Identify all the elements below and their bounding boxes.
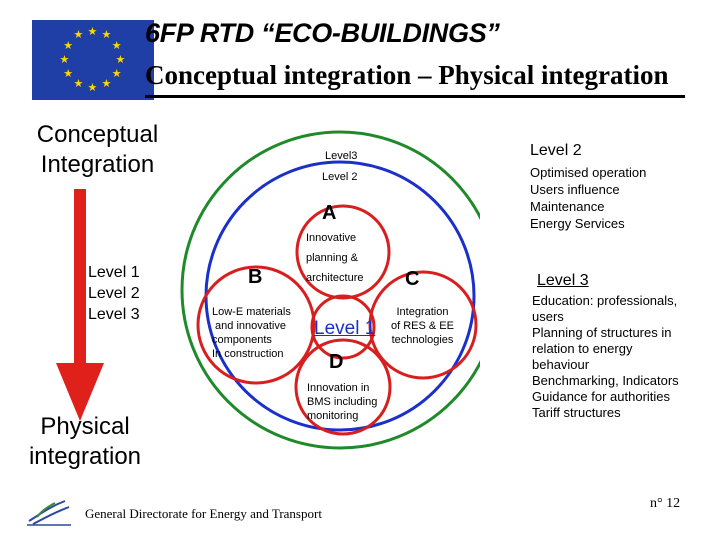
level-1-label: Level 1 <box>88 264 140 281</box>
star-icon: ★ <box>87 25 98 38</box>
level-2-item: Maintenance <box>530 199 605 214</box>
level-3-item: Tariff structures <box>532 405 621 420</box>
physical-integration-label: Physical integration <box>5 412 165 472</box>
circle-b-line: and innovative <box>212 320 286 332</box>
center-level-1-label: Level 1 <box>314 318 376 339</box>
star-icon: ★ <box>115 53 126 66</box>
circle-a <box>295 204 391 300</box>
level-3-item: Benchmarking, Indicators <box>532 373 679 388</box>
circle-c-text: Integration of RES & EE technologies <box>385 305 460 347</box>
footer-directorate: General Directorate for Energy and Trans… <box>85 506 322 521</box>
star-icon: ★ <box>59 53 70 66</box>
star-icon: ★ <box>101 29 112 42</box>
title-divider <box>145 95 685 98</box>
integration-word-bottom: integration <box>28 443 142 470</box>
level-3-label: Level 3 <box>88 306 140 323</box>
level-2-item: Energy Services <box>530 216 625 231</box>
directorate-logo-icon <box>27 500 71 526</box>
conceptual-word: Conceptual <box>36 121 159 148</box>
level-3-items: Education: professionals, users Planning… <box>532 293 712 421</box>
circle-d <box>294 338 392 436</box>
circle-c-letter: C <box>405 268 420 290</box>
outer-ring-label: Level3 <box>325 150 358 162</box>
physical-word: Physical <box>40 413 130 440</box>
integration-circles-diagram <box>180 130 480 450</box>
circle-d-letter: D <box>329 351 344 373</box>
down-arrow-icon <box>56 189 104 421</box>
circle-b-text: Low-E materials and innovative component… <box>212 305 302 361</box>
circle-c <box>368 270 478 380</box>
level-3-item: Education: professionals, <box>532 293 678 308</box>
level-list: Level 1 Level 2 Level 3 <box>88 262 140 325</box>
integration-word: Integration <box>40 151 155 178</box>
level-3-heading: Level 3 <box>537 272 589 289</box>
level-2-heading: Level 2 <box>530 142 582 159</box>
star-icon: ★ <box>111 67 122 80</box>
page-subtitle: Conceptual integration – Physical integr… <box>145 60 669 90</box>
circle-c-line: technologies <box>391 334 454 346</box>
level-3-item: behaviour <box>532 357 590 372</box>
circle-a-text: Innovative planning & architecture <box>306 228 376 288</box>
star-icon: ★ <box>63 67 74 80</box>
page-number: n° 12 <box>650 496 681 511</box>
circle-a-letter: A <box>322 202 337 224</box>
circle-a-line: architecture <box>306 272 364 284</box>
star-icon: ★ <box>87 81 98 94</box>
circle-b-letter: B <box>248 266 263 288</box>
level-2-items: Optimised operation Users influence Main… <box>530 164 646 232</box>
star-icon: ★ <box>111 39 122 52</box>
level-3-item: Planning of structures in <box>532 325 672 340</box>
circle-b <box>196 265 316 385</box>
star-icon: ★ <box>73 77 84 90</box>
circle-c-line: of RES & EE <box>391 320 454 332</box>
level-3-item: Guidance for authorities <box>532 389 671 404</box>
circle-b-line: Low-E materials <box>212 306 291 318</box>
star-icon: ★ <box>101 77 112 90</box>
circle-center <box>310 294 376 360</box>
circle-d-line: Innovation in <box>307 382 370 394</box>
circle-b-line: In construction <box>212 348 284 360</box>
eu-flag-logo: ★★★★★★★★★★★★ <box>32 20 154 100</box>
page-title: 6FP RTD “ECO-BUILDINGS” <box>145 18 500 48</box>
level-3-item: users <box>532 309 564 324</box>
circle-d-text: Innovation in BMS including monitoring <box>307 381 387 423</box>
level-2-label: Level 2 <box>88 285 140 302</box>
level-2-item: Users influence <box>530 182 620 197</box>
middle-ring-label: Level 2 <box>322 171 358 183</box>
star-icon: ★ <box>63 39 74 52</box>
circle-d-line: monitoring <box>307 410 359 422</box>
circle-a-line: Innovative <box>306 232 357 244</box>
level-3-item: relation to energy <box>532 341 633 356</box>
circle-c-line: Integration <box>396 306 449 318</box>
circle-a-line: planning & <box>306 252 358 264</box>
conceptual-integration-label: Conceptual Integration <box>20 120 175 180</box>
level-2-item: Optimised operation <box>530 165 647 180</box>
outer-circle-level3 <box>180 130 480 450</box>
circle-b-line: components <box>212 334 272 346</box>
circle-d-line: BMS including <box>307 396 378 408</box>
star-icon: ★ <box>73 29 84 42</box>
